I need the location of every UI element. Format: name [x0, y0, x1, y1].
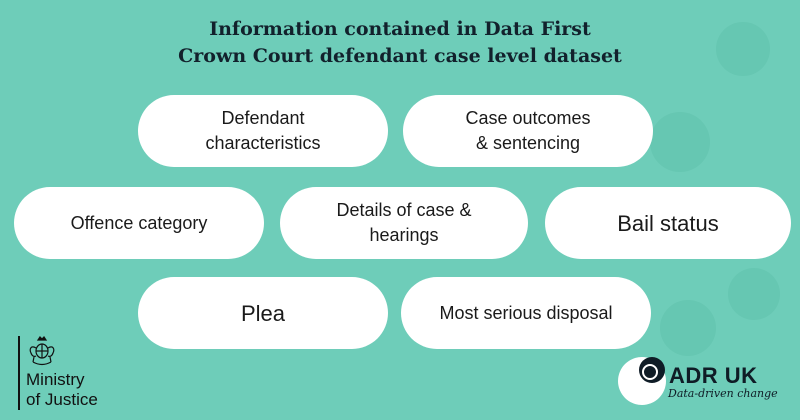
pill-label: Offence category [70, 212, 208, 233]
category-pill-bail-status: Bail status [545, 187, 791, 259]
pill-label: characteristics [205, 133, 321, 153]
pill-label: Case outcomes [465, 108, 591, 128]
ministry-of-justice-logo: Ministry of Justice [18, 336, 148, 412]
pill-label: Most serious disposal [439, 302, 613, 323]
pill-label: Bail status [617, 210, 719, 236]
background-circle [650, 112, 710, 172]
logo-text: of Justice [26, 390, 98, 409]
background-circle [716, 22, 770, 76]
title-line: Information contained in Data First [209, 18, 591, 40]
background-circle [728, 268, 780, 320]
pill-label: Defendant [221, 108, 305, 128]
adr-uk-venn-icon [618, 357, 666, 405]
logo-rule [18, 336, 20, 410]
adr-uk-logo: ADR UK Data-driven change [614, 348, 800, 412]
pill-label: Details of case & [336, 200, 472, 220]
category-pill-plea: Plea [138, 277, 388, 349]
category-pill-case-outcomes: Case outcomes & sentencing [403, 95, 653, 167]
category-pill-defendant-characteristics: Defendant characteristics [138, 95, 388, 167]
category-pill-details-of-case: Details of case & hearings [280, 187, 528, 259]
adr-uk-wordmark: ADR UK [669, 363, 758, 388]
title-line: Crown Court defendant case level dataset [178, 45, 622, 67]
royal-crest-icon [29, 336, 55, 366]
pill-label: & sentencing [475, 133, 581, 153]
pill-label: hearings [369, 225, 439, 245]
pill-label: Plea [240, 300, 286, 326]
category-pill-most-serious-disposal: Most serious disposal [401, 277, 651, 349]
infographic-title: Information contained in Data First Crow… [0, 16, 800, 70]
category-pill-offence-category: Offence category [14, 187, 264, 259]
background-circle [660, 300, 716, 356]
logo-text: Ministry [26, 370, 85, 389]
adr-uk-tagline: Data-driven change [668, 387, 778, 400]
